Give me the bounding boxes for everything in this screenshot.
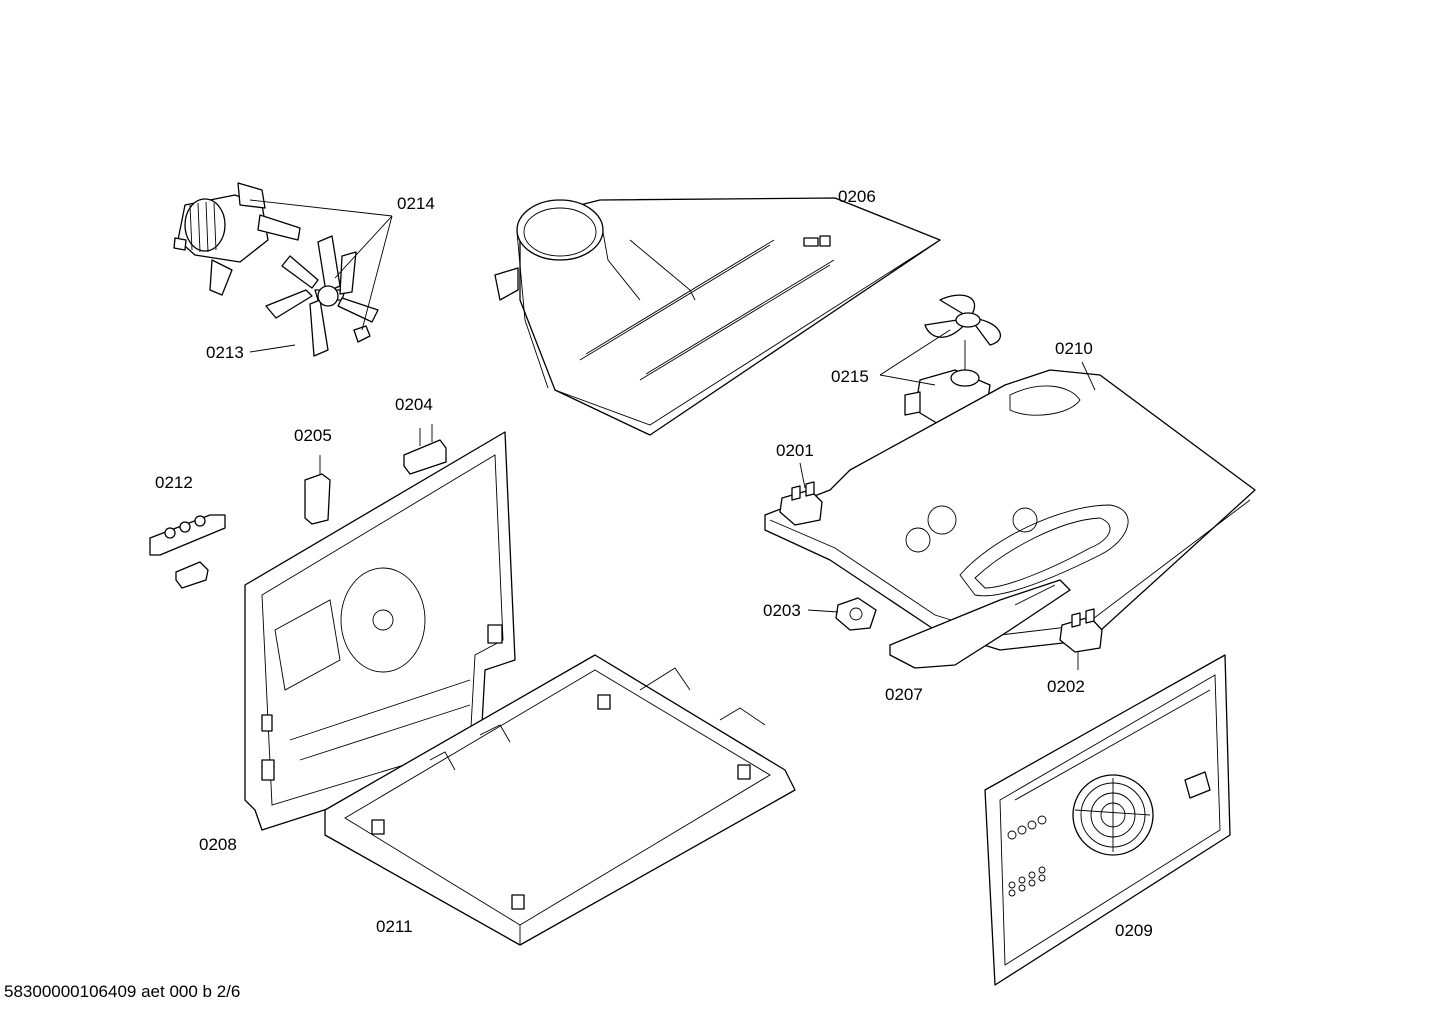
cable-cover-0207 xyxy=(889,579,1071,669)
leader-0214-a xyxy=(249,199,393,217)
bracket-0203 xyxy=(835,597,877,631)
label-0207: 0207 xyxy=(885,685,923,704)
convection-fan-motor xyxy=(173,182,301,296)
label-0208: 0208 xyxy=(199,835,237,854)
label-0215: 0215 xyxy=(831,367,869,386)
label-0210: 0210 xyxy=(1055,339,1093,358)
label-0203: 0203 xyxy=(763,601,801,620)
label-0211: 0211 xyxy=(376,917,413,936)
fan-nut xyxy=(353,325,371,343)
air-duct xyxy=(494,197,941,436)
thermostat-0202 xyxy=(1059,608,1103,653)
document-id: 58300000106409 aet 000 b 2/6 xyxy=(4,982,240,1001)
leader-0210 xyxy=(1081,361,1096,391)
label-0204: 0204 xyxy=(395,395,433,414)
leader-0203 xyxy=(807,609,839,613)
part-0204 xyxy=(403,424,447,475)
leader-0201 xyxy=(799,462,806,489)
leader-0215-a xyxy=(879,329,951,376)
label-0202: 0202 xyxy=(1047,677,1085,696)
terminal-block-0212 xyxy=(149,514,226,589)
bottom-tray-0211 xyxy=(324,654,796,946)
leader-0214-b xyxy=(334,215,393,279)
convection-fan-blade xyxy=(265,235,379,357)
label-0205: 0205 xyxy=(294,426,332,445)
label-0201: 0201 xyxy=(776,441,814,460)
fan-cover-panel-0209 xyxy=(984,654,1231,986)
label-0214: 0214 xyxy=(397,194,435,213)
part-0205 xyxy=(304,473,331,525)
label-0212: 0212 xyxy=(155,473,193,492)
label-0206: 0206 xyxy=(838,187,876,206)
cooling-fan-blade xyxy=(924,294,1002,346)
leader-0213 xyxy=(249,344,296,353)
leader-0214-c xyxy=(361,215,393,331)
label-0213: 0213 xyxy=(206,343,244,362)
label-0209: 0209 xyxy=(1115,921,1153,940)
leader-0215-b xyxy=(879,374,936,386)
thermostat-0201 xyxy=(779,481,823,526)
